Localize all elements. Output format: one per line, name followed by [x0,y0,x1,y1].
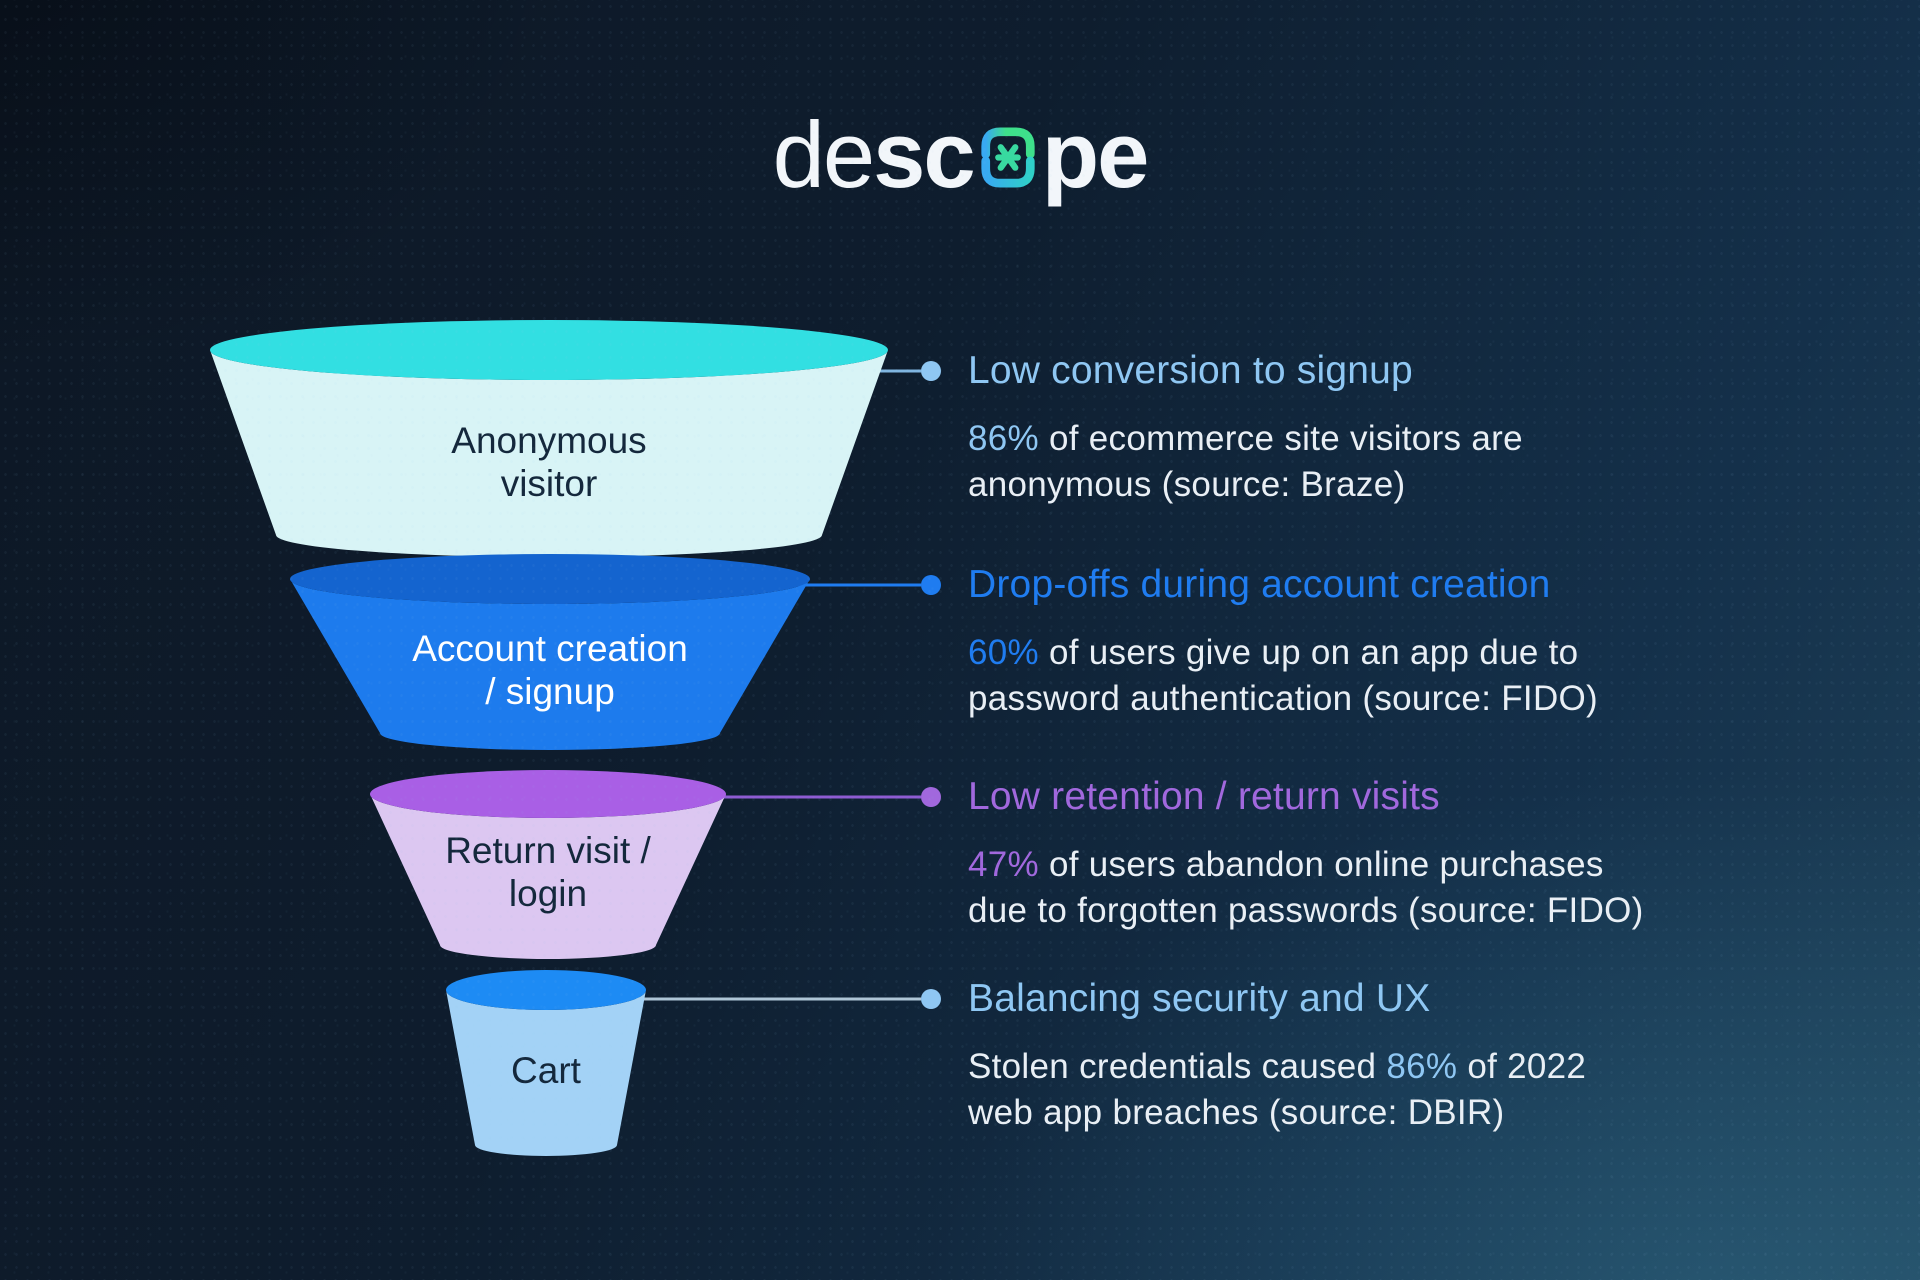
annotation-heading: Drop-offs during account creation [968,563,1551,606]
descope-asterisk-icon [981,127,1035,188]
descope-logo: desc pe [0,108,1920,202]
annotation-body: 60% of users give up on an app due to pas… [968,630,1728,722]
funnel-label-line: / signup [485,671,615,712]
annotation-heading: Low retention / return visits [968,775,1440,818]
logo-text-pe: pe [1041,102,1150,207]
funnel-segment-rim [370,770,726,818]
funnel-label-line: Anonymous [451,420,646,461]
funnel-label-line: Account creation [412,628,688,669]
logo-text-de: de [772,102,876,207]
funnel-segment-anonymous-visitor: Anonymous visitor [210,320,888,557]
stat-value: 47% [968,845,1039,884]
funnel-segment-body [290,579,810,750]
funnel-label-line: visitor [501,463,598,504]
logo-text-sc: sc [873,102,976,207]
connector-dot-1 [921,361,941,381]
funnel-segment-body [210,350,888,557]
funnel-segment-return-visit: Return visit / login [370,770,726,959]
annotation-body: 86% of ecommerce site visitors are anonym… [968,416,1728,508]
mark-bottom-bracket [981,156,1035,188]
body-text: anonymous (source: Braze) [968,465,1406,504]
annotation-low-retention: Low retention / return visits 47% of use… [968,774,1728,934]
funnel-label-line: login [509,873,587,914]
connector-dot-4 [921,989,941,1009]
annotation-drop-offs: Drop-offs during account creation 60% of… [968,562,1728,722]
body-text: of ecommerce site visitors are [1038,419,1523,458]
body-text: due to forgotten passwords (source: FIDO… [968,891,1644,930]
funnel-segment-account-creation: Account creation / signup [290,554,810,750]
funnel-segment-body [370,794,726,959]
connector-dot-2 [921,575,941,595]
annotation-heading: Low conversion to signup [968,349,1413,392]
body-text: of 2022 [1457,1047,1587,1086]
stat-value: 86% [1386,1047,1458,1086]
annotation-heading: Balancing security and UX [968,977,1431,1020]
body-text: of users give up on an app due to [1038,633,1579,672]
annotation-low-conversion: Low conversion to signup 86% of ecommerc… [968,348,1728,508]
connector-dot-3 [921,787,941,807]
mark-asterisk [994,144,1021,171]
stat-value: 86% [968,419,1039,458]
funnel-segment-cart: Cart [446,970,646,1156]
funnel-segment-body [446,990,646,1156]
annotation-body: Stolen credentials caused 86% of 2022 web… [968,1044,1728,1136]
mark-top-bracket [981,127,1035,159]
body-text: password authentication (source: FIDO) [968,679,1599,718]
body-text: web app breaches (source: DBIR) [968,1093,1505,1132]
annotation-body: 47% of users abandon online purchases due… [968,842,1728,934]
body-text: of users abandon online purchases [1038,845,1604,884]
connector-lines [636,361,941,1009]
annotation-balancing-security: Balancing security and UX Stolen credent… [968,976,1728,1136]
funnel-segment-rim [290,554,810,604]
body-text: Stolen credentials caused [968,1047,1387,1086]
funnel-label-line: Return visit / [445,830,651,871]
stat-value: 60% [968,633,1039,672]
funnel-segment-rim [210,320,888,380]
funnel-segment-rim [446,970,646,1010]
funnel-label-line: Cart [511,1050,582,1091]
